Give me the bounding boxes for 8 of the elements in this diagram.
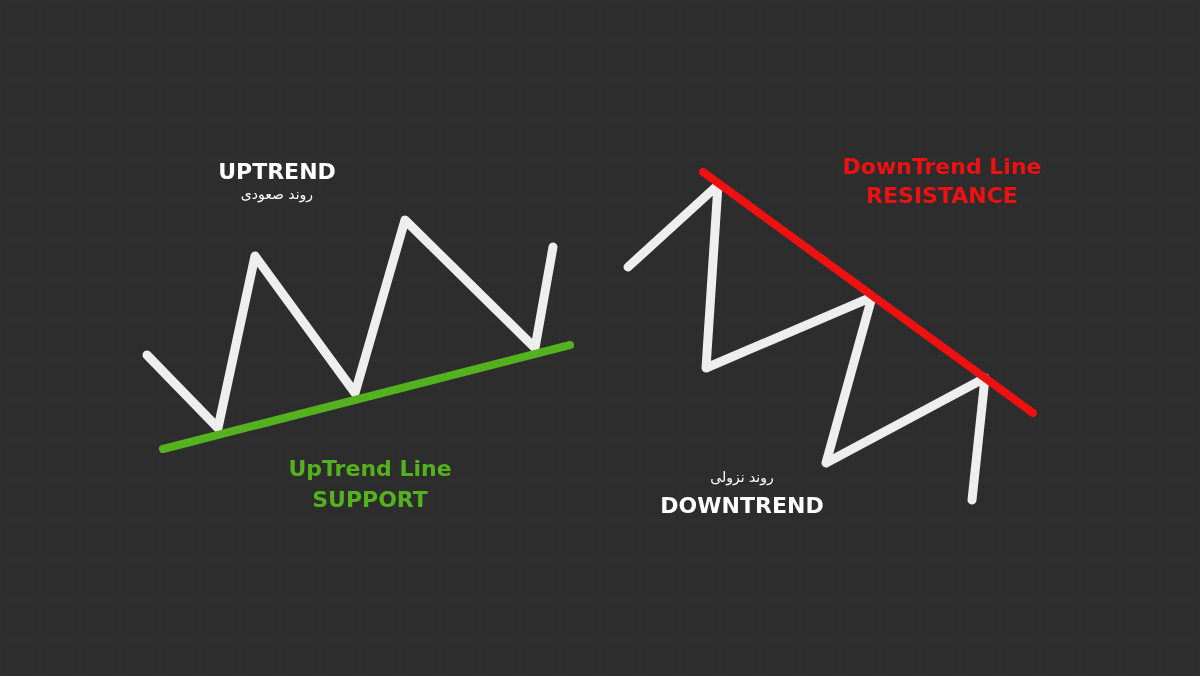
trend-line-label: RESISTANCE [866, 184, 1018, 209]
trend-subtitle: روند صعودی [240, 187, 314, 203]
trend-title: DOWNTREND [660, 494, 824, 519]
trend-line-label: DownTrend Line [842, 155, 1042, 180]
trend-line-label: SUPPORT [312, 488, 428, 513]
trend-line-label: UpTrend Line [288, 457, 452, 482]
trend-subtitle: روند نزولی [710, 470, 774, 486]
trend-title: UPTREND [218, 160, 336, 185]
